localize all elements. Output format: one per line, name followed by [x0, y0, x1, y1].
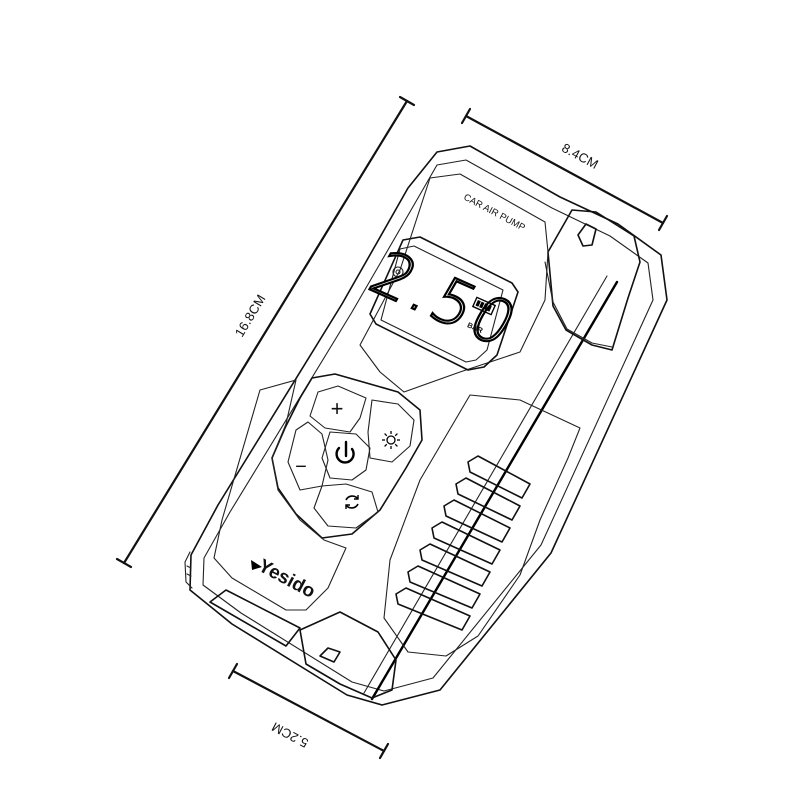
housing-outline — [189, 145, 668, 706]
minus-label: − — [295, 456, 307, 478]
thickness-dimension-line — [231, 669, 386, 753]
pressure-reading: 2.50 — [358, 237, 532, 361]
housing-inner-bevel — [202, 159, 654, 692]
width-tick-right — [657, 214, 669, 232]
brand-wordmark: Yesido — [255, 555, 319, 602]
width-dimension-line — [464, 114, 665, 225]
length-label: 16.8CM — [232, 292, 269, 340]
lcd-bezel — [369, 236, 519, 371]
grip-panel — [383, 394, 581, 657]
bottom-slot — [319, 647, 341, 663]
light-icon — [382, 431, 400, 449]
light-button[interactable] — [367, 399, 415, 463]
length-dimension: 16.8CM — [115, 95, 416, 569]
side-groove — [370, 280, 619, 701]
grip-ribs — [395, 455, 531, 631]
plus-button[interactable]: + — [309, 385, 367, 433]
minus-button[interactable]: − — [287, 421, 329, 491]
length-tick-top — [398, 95, 416, 107]
power-icon — [335, 440, 355, 464]
air-pump-device: CAR AIR PUMP 2.50 BAR — [184, 145, 668, 706]
bottom-cap — [299, 611, 397, 699]
left-edge-details — [184, 551, 301, 647]
length-dimension-line — [122, 99, 409, 565]
length-tick-bottom — [115, 557, 133, 569]
thickness-label: 5.2CM — [269, 719, 311, 751]
thickness-dimension: 5.2CM — [227, 662, 390, 760]
edge-port-1 — [184, 551, 193, 589]
lcd-screen: 2.50 BAR — [357, 236, 533, 371]
lower-face-panel — [213, 379, 347, 611]
width-tick-left — [460, 107, 472, 125]
product-label: CAR AIR PUMP — [462, 192, 527, 234]
bottom-lip — [209, 589, 301, 647]
plus-label: + — [331, 396, 344, 421]
tyre-icon — [392, 266, 404, 278]
thickness-tick-left — [227, 662, 239, 680]
thickness-tick-right — [378, 742, 390, 760]
mode-button[interactable] — [313, 483, 379, 529]
side-groove-edge — [363, 275, 608, 694]
brand-mark-icon — [251, 560, 262, 570]
hanging-slot — [577, 223, 597, 247]
cycle-icon — [345, 495, 359, 509]
power-button[interactable] — [321, 431, 371, 481]
top-cap — [547, 209, 641, 351]
width-label: 8.4CM — [559, 140, 601, 172]
lcd-window — [380, 245, 504, 363]
battery-icon — [471, 296, 497, 316]
top-cap-edge — [544, 261, 613, 348]
